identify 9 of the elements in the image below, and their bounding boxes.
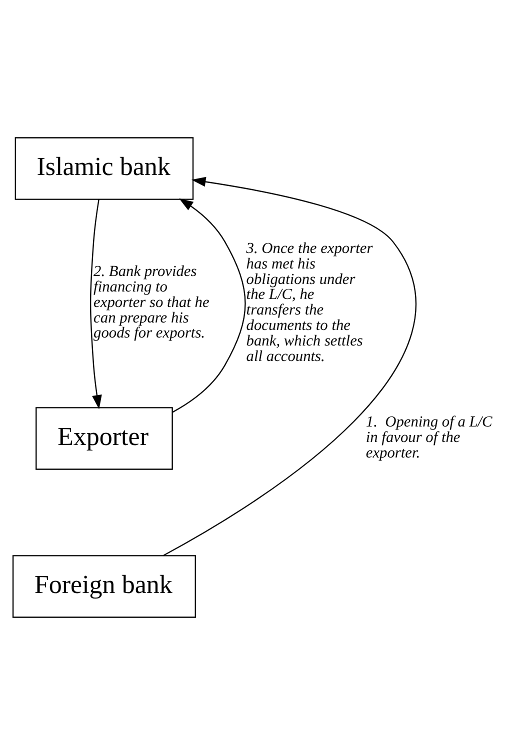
edge-label: 2. Bank provides financing to exporter so that he can prepare his goods for exports.: [94, 262, 210, 342]
node-box: Foreign bank: [12, 554, 196, 618]
node-box: Exporter: [36, 406, 173, 470]
arrow: [90, 198, 102, 409]
arrow: [162, 176, 416, 556]
edge-label: 3. Once the exporter has met his obligations under the L/C, he transfers the documents to the bank, which settles all accounts.: [246, 240, 373, 364]
node-box: Islamic bank: [14, 136, 194, 200]
edge-label: 1. Opening of a L/C in favour of the exporter.: [366, 413, 492, 461]
arrow: [172, 198, 246, 412]
